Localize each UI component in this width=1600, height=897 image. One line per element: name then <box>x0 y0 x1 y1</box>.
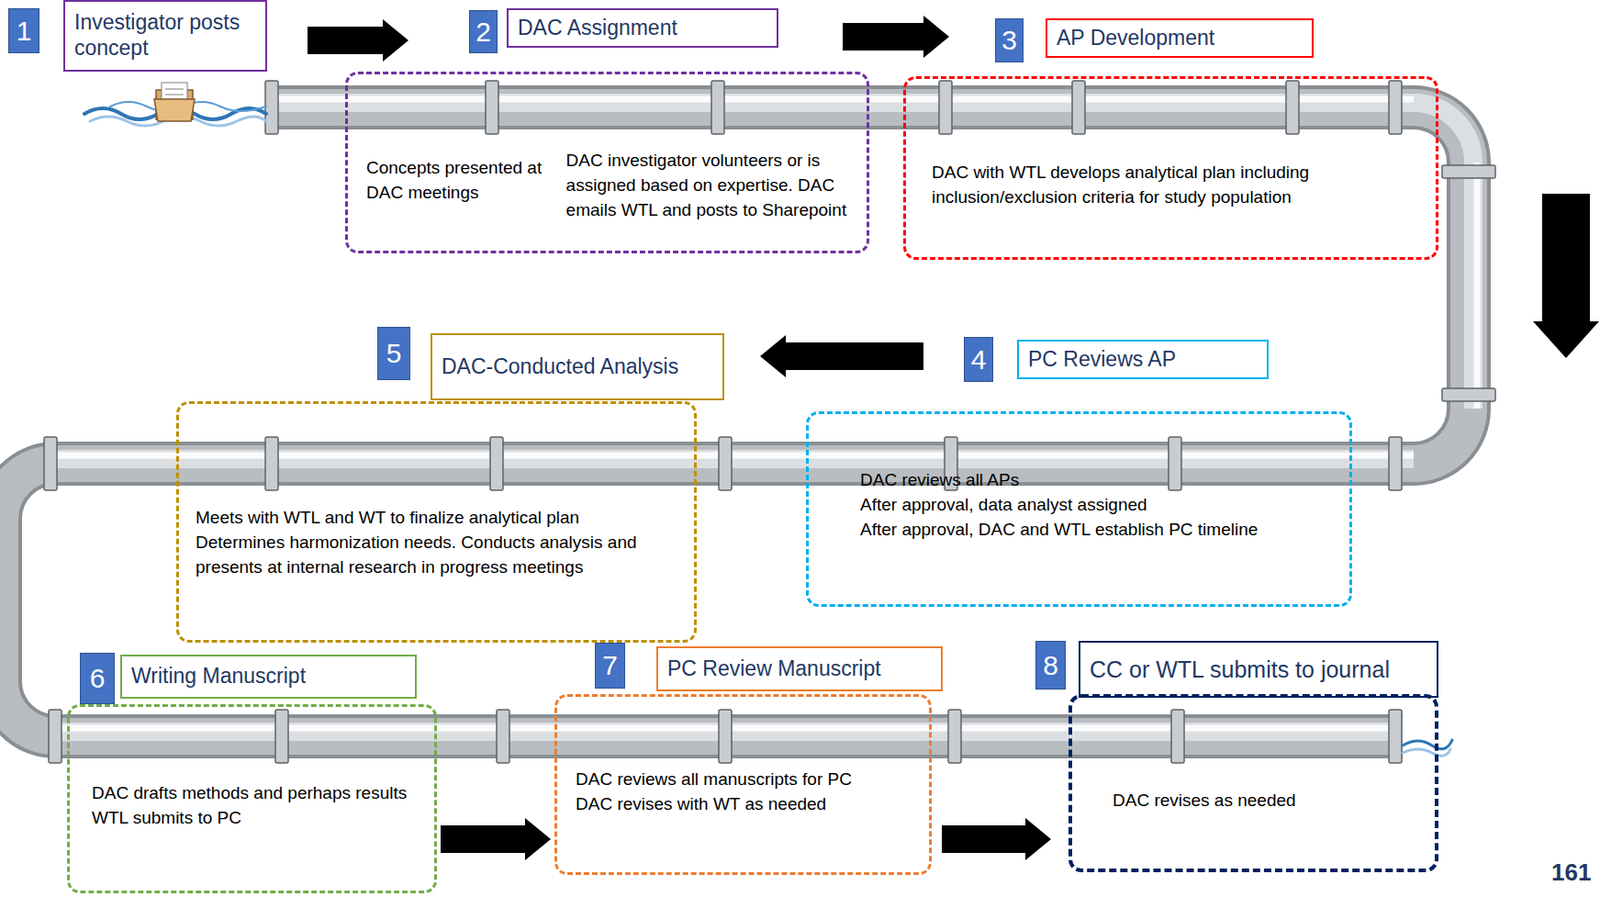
pipe-flange <box>711 80 725 135</box>
flow-arrow <box>1532 193 1600 359</box>
step-number-text: 7 <box>602 649 618 682</box>
flow-arrow <box>941 817 1052 861</box>
step-number: 1 <box>8 8 40 54</box>
pipe-flange <box>948 709 962 763</box>
step-title-box: Writing Manuscript <box>120 654 417 699</box>
pipe-flange <box>275 709 289 763</box>
flow-arrow <box>307 19 409 62</box>
step-title-box: PC Review Manuscript <box>656 646 943 692</box>
pipe-flange <box>496 709 510 763</box>
step-number-text: 4 <box>971 344 987 376</box>
step-title: CC or WTL submits to journal <box>1089 655 1390 683</box>
step-number-text: 8 <box>1042 649 1059 682</box>
step-description: Concepts presented at DAC meetings <box>366 155 550 205</box>
step-description: After approval, DAC and WTL establish PC… <box>860 516 1338 542</box>
step-detail-box: DAC drafts methods and perhaps resultsWT… <box>67 704 437 894</box>
pipe-flange <box>1072 80 1086 135</box>
step-detail-box: DAC reviews all manuscripts for PCDAC re… <box>554 693 932 875</box>
step-title-box: CC or WTL submits to journal <box>1078 640 1439 698</box>
step-number-text: 3 <box>1001 24 1018 56</box>
step-number: 6 <box>79 652 115 705</box>
step-description: After approval, data analyst assigned <box>860 492 1338 517</box>
step-title: DAC-Conducted Analysis <box>441 354 679 381</box>
step-number: 2 <box>469 10 498 54</box>
pipe-flange <box>1171 709 1185 763</box>
step-detail-box: DAC with WTL develops analytical plan in… <box>903 76 1439 260</box>
pipe-flange <box>1388 709 1402 763</box>
pipe-flange <box>1388 436 1402 491</box>
pipe-flange <box>48 709 62 763</box>
step-detail-box: DAC reviews all APsAfter approval, data … <box>805 411 1353 607</box>
pipe-flange <box>718 709 732 763</box>
flow-arrow <box>842 15 950 58</box>
step-title-box: Investigator posts concept <box>63 0 268 72</box>
step-number: 8 <box>1035 640 1066 690</box>
pipe-flange <box>265 80 279 135</box>
step-description: DAC reviews all manuscripts for PC <box>575 766 925 792</box>
step-number: 4 <box>963 336 994 382</box>
pipe-flange <box>265 436 279 491</box>
pipe-flange <box>490 436 504 491</box>
file-folder-icon <box>154 82 195 122</box>
pipe-flange <box>1442 388 1496 402</box>
step-description: DAC investigator volunteers or is assign… <box>566 147 860 223</box>
pipe-flange <box>1286 80 1299 135</box>
step-title: AP Development <box>1056 25 1215 52</box>
pipe-flange <box>718 436 732 491</box>
step-title: Writing Manuscript <box>131 663 306 690</box>
page-number: 161 <box>1551 858 1591 887</box>
step-title: Investigator posts concept <box>74 10 257 61</box>
step-description: Meets with WTL and WT to finalize analyt… <box>195 504 655 530</box>
step-title-box: DAC-Conducted Analysis <box>430 333 725 401</box>
step-number: 3 <box>995 18 1024 63</box>
step-title: PC Review Manuscript <box>667 656 882 683</box>
step-number-text: 2 <box>475 16 492 48</box>
step-number-text: 5 <box>386 337 403 370</box>
step-description: DAC with WTL develops analytical plan in… <box>931 159 1419 210</box>
step-title-box: DAC Assignment <box>506 8 779 48</box>
pipe-flange <box>1442 165 1496 179</box>
step-title-box: PC Reviews AP <box>1017 339 1269 380</box>
step-description: DAC drafts methods and perhaps results <box>91 780 423 806</box>
step-description: WTL submits to PC <box>91 805 423 830</box>
step-title: PC Reviews AP <box>1028 346 1176 373</box>
pipe-flange <box>485 80 499 135</box>
step-number: 5 <box>377 326 411 381</box>
step-number: 7 <box>594 642 626 689</box>
step-description: Determines harmonization needs. Conducts… <box>195 529 655 580</box>
step-title: DAC Assignment <box>517 15 678 42</box>
step-title-box: AP Development <box>1045 18 1314 58</box>
step-number-text: 1 <box>16 15 33 47</box>
step-number-text: 6 <box>89 662 106 694</box>
step-description: DAC reviews all APs <box>860 467 1338 493</box>
step-detail-box: Meets with WTL and WT to finalize analyt… <box>176 401 697 643</box>
step-detail-box: Concepts presented at DAC meetings DAC in… <box>345 71 870 254</box>
pipe-flange <box>939 80 952 135</box>
step-detail-box: DAC revises as needed <box>1068 693 1439 873</box>
flow-arrow <box>440 817 551 861</box>
step-description: DAC revises with WT as needed <box>575 791 925 817</box>
pipe-flange <box>44 436 57 491</box>
flow-arrow <box>760 335 924 378</box>
water-waves <box>84 101 1453 756</box>
pipe-flange <box>1168 436 1182 491</box>
step-description: DAC revises as needed <box>1112 787 1425 813</box>
pipe-flange <box>1388 80 1402 135</box>
